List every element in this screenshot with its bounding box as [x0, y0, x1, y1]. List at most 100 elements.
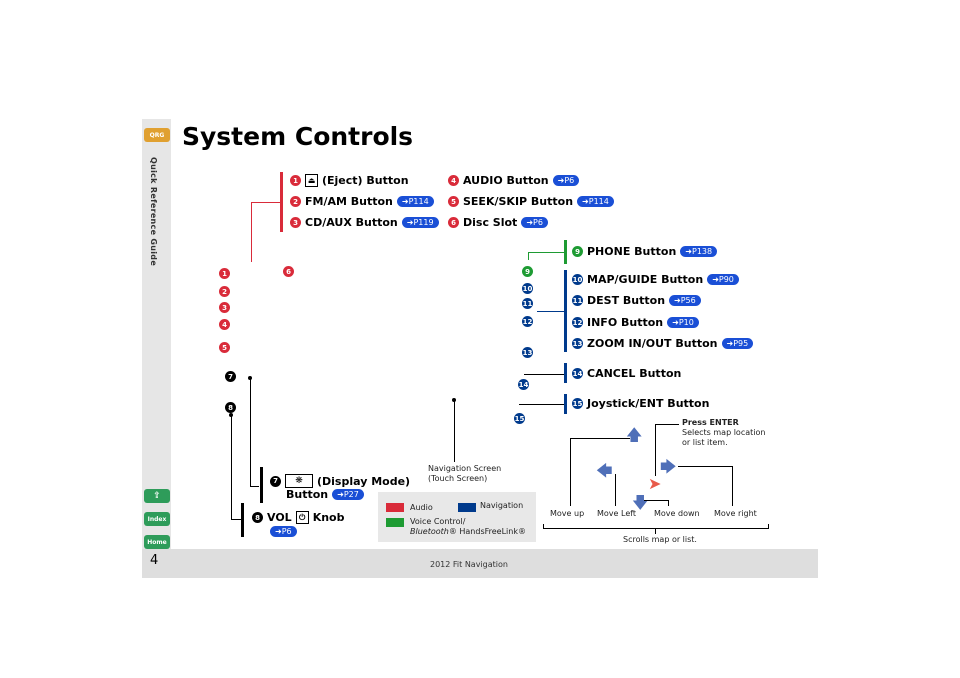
diagram-callout-8: 8: [225, 402, 236, 413]
footer-bar: [142, 549, 818, 578]
press-leader-v: [655, 424, 656, 476]
seek-skip-ref: P114: [588, 197, 609, 206]
callout-8: 8: [252, 512, 263, 523]
map-guide-ref-link[interactable]: ➜P90: [707, 274, 739, 285]
item-vol: 8 VOL ⏻ Knob: [252, 511, 344, 524]
diagram-callout-6: 6: [283, 266, 294, 277]
nav-screen-line2: (Touch Screen): [428, 474, 488, 483]
display-mode-label2: Button: [286, 488, 329, 501]
nav-screen-line1: Navigation Screen: [428, 464, 502, 473]
item-display-mode-line2: Button ➜P27: [286, 488, 364, 501]
diagram-callout-15: 15: [514, 413, 525, 424]
section-label: Quick Reference Guide: [149, 157, 158, 267]
zoom-label: ZOOM IN/OUT Button: [587, 337, 718, 350]
legend-audio-swatch: [386, 503, 404, 512]
sidebar: [142, 119, 171, 549]
scrolls-label: Scrolls map or list.: [623, 535, 697, 544]
item-display-mode: 7 ❋ (Display Mode): [270, 474, 410, 488]
dest-label: DEST Button: [587, 294, 666, 307]
color-legend: Audio Navigation Voice Control/ Bluetoot…: [378, 492, 536, 542]
right-leader-v: [732, 466, 733, 506]
press-enter-line3: or list item.: [682, 438, 728, 447]
joystick-bar: [564, 394, 567, 414]
diagram-callout-4: 4: [219, 319, 230, 330]
callout-1: 1: [290, 175, 301, 186]
seek-skip-ref-link[interactable]: ➜P114: [577, 196, 614, 207]
cancel-label: CANCEL Button: [587, 367, 682, 380]
up-leader-h: [570, 438, 630, 439]
phone-ref-link[interactable]: ➜P138: [680, 246, 718, 257]
audio-ref-link[interactable]: ➜P6: [552, 175, 580, 186]
press-enter-title: Press ENTER: [682, 418, 739, 427]
power-icon: ⏻: [295, 511, 309, 524]
move-down-label: Move down: [654, 509, 700, 518]
zoom-ref: P95: [733, 339, 749, 348]
index-button[interactable]: Index: [144, 512, 170, 526]
callout-12: 12: [572, 317, 583, 328]
info-ref-link[interactable]: ➜P10: [667, 317, 699, 328]
arrow-right-icon: 🡆: [660, 457, 677, 476]
info-label: INFO Button: [587, 316, 664, 329]
legend-bluetooth: Bluetooth: [410, 527, 449, 536]
diagram-callout-12: 12: [522, 316, 533, 327]
dest-ref-link[interactable]: ➜P56: [669, 295, 701, 306]
down-leader-v: [668, 500, 669, 506]
qrg-tab[interactable]: QRG: [144, 128, 170, 142]
nav-leader-h: [537, 311, 564, 312]
callout-9: 9: [572, 246, 583, 257]
cd-aux-ref: P119: [413, 218, 434, 227]
legend-voice-label: Voice Control/ Bluetooth® HandsFreeLink®: [410, 517, 526, 537]
callout-7: 7: [270, 475, 281, 487]
callout-5: 5: [448, 196, 459, 207]
audio-leader-v: [251, 202, 252, 262]
display-mode-ref-link[interactable]: ➜P27: [332, 489, 364, 500]
display-mode-ref: P27: [343, 490, 359, 499]
legend-voice-line2: Bluetooth® HandsFreeLink®: [410, 527, 526, 537]
display-mode-bar: [260, 467, 263, 503]
display-mode-icon: ❋: [285, 474, 313, 488]
legend-voice-line1: Voice Control/: [410, 517, 466, 526]
diagram-callout-9: 9: [522, 266, 533, 277]
item-cd-aux: 3 CD/AUX Button ➜P119: [290, 216, 439, 229]
item-dest: 11 DEST Button ➜P56: [572, 294, 701, 307]
up-leader-v: [570, 438, 571, 506]
diagram-callout-11: 11: [522, 298, 533, 309]
callout-3: 3: [290, 217, 301, 228]
disc-slot-ref-link[interactable]: ➜P6: [521, 217, 548, 228]
legend-nav-swatch: [458, 503, 476, 512]
vol-label: VOL: [267, 511, 292, 524]
map-guide-label: MAP/GUIDE Button: [587, 273, 704, 286]
zoom-ref-link[interactable]: ➜P95: [721, 338, 754, 349]
cd-aux-ref-link[interactable]: ➜P119: [401, 217, 439, 228]
audio-label: AUDIO Button: [463, 174, 549, 187]
toc-icon-button[interactable]: ⇪: [144, 489, 170, 503]
item-cancel: 14 CANCEL Button: [572, 367, 681, 380]
eject-icon: ⏏: [305, 174, 318, 187]
item-map-guide: 10 MAP/GUIDE Button ➜P90: [572, 273, 739, 286]
arrow-left-icon: 🡄: [596, 461, 613, 480]
diagram-callout-7: 7: [225, 371, 236, 382]
disc-slot-ref: P6: [533, 218, 543, 227]
home-button[interactable]: Home: [144, 535, 170, 549]
move-left-label: Move Left: [597, 509, 637, 518]
info-ref: P10: [678, 318, 694, 327]
eject-label: (Eject) Button: [322, 174, 409, 187]
seek-skip-label: SEEK/SKIP Button: [463, 195, 574, 208]
scroll-bracket-mid: [655, 528, 656, 534]
legend-nav-label: Navigation: [480, 501, 524, 510]
item-zoom: 13 ZOOM IN/OUT Button ➜P95: [572, 337, 754, 350]
cancel-leader: [524, 374, 564, 375]
doc-title: 2012 Fit Navigation: [430, 560, 508, 569]
phone-ref: P138: [692, 247, 713, 256]
voice-leader-v: [528, 252, 529, 260]
item-info: 12 INFO Button ➜P10: [572, 316, 699, 329]
dest-ref: P56: [680, 296, 696, 305]
down-leader-h: [644, 500, 668, 501]
press-leader-h: [655, 424, 679, 425]
audio-group-bar: [280, 172, 283, 232]
fm-am-ref-link[interactable]: ➜P114: [396, 196, 434, 207]
map-guide-ref: P90: [718, 275, 734, 284]
vol-ref-link[interactable]: ➜P6: [270, 526, 297, 537]
item-phone: 9 PHONE Button ➜P138: [572, 245, 718, 258]
index-label: Index: [147, 515, 167, 523]
